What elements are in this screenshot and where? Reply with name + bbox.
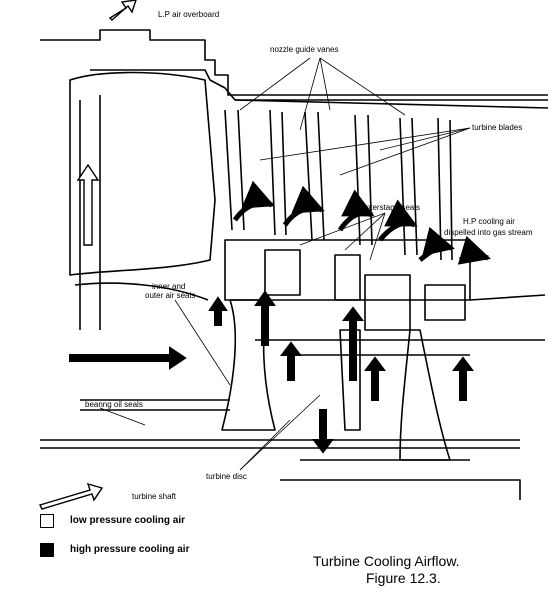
label-inner-outer-seals-1: inner and [152, 282, 186, 291]
hp-arrow [342, 306, 364, 381]
outer-casing [40, 29, 548, 96]
label-hp-cooling-air-1: H.P cooling air [463, 217, 515, 226]
nozzle-guide-vane-2 [304, 111, 313, 241]
legend-label-high-pressure: high pressure cooling air [70, 544, 190, 555]
label-turbine-disc: turbine disc [206, 472, 247, 481]
hp-arrow [208, 296, 228, 326]
combustion-chamber [69, 71, 216, 276]
label-inner-outer-seals-2: outer air seals [145, 291, 196, 300]
turbine-blade-1 [269, 109, 276, 236]
hp-arrow [69, 346, 187, 370]
legend-swatch-high-pressure [40, 543, 54, 557]
caption-title: Turbine Cooling Airflow. [313, 553, 460, 569]
lp-arrow [108, 0, 137, 21]
label-nozzle-guide-vanes: nozzle guide vanes [270, 45, 339, 54]
lp-arrow [39, 482, 104, 510]
label-lp-air-overboard: L.P air overboard [158, 10, 220, 19]
label-hp-cooling-air-2: dispelled into gas stream [444, 228, 533, 237]
caption-figure: Figure 12.3. [366, 570, 441, 586]
legend-label-low-pressure: low pressure cooling air [70, 515, 186, 526]
nozzle-guide-vane-1 [224, 109, 233, 231]
label-interstage-seals: interstage seals [364, 203, 421, 212]
hp-arrow [280, 341, 302, 381]
lp-arrow [76, 163, 100, 246]
label-bearing-oil-seals: beanng oil seals [85, 400, 143, 409]
casing-line-2 [90, 69, 548, 101]
turbine-blade-2 [354, 114, 361, 246]
label-turbine-shaft: turbine shaft [132, 492, 177, 501]
nozzle-guide-vane-3 [399, 117, 406, 256]
legend-swatch-low-pressure [40, 514, 54, 528]
label-turbine-blades: turbine blades [472, 123, 523, 132]
hp-arrow [312, 409, 334, 454]
hp-arrow [254, 290, 276, 346]
hp-arrow [364, 356, 386, 401]
hp-arrow [452, 356, 474, 401]
